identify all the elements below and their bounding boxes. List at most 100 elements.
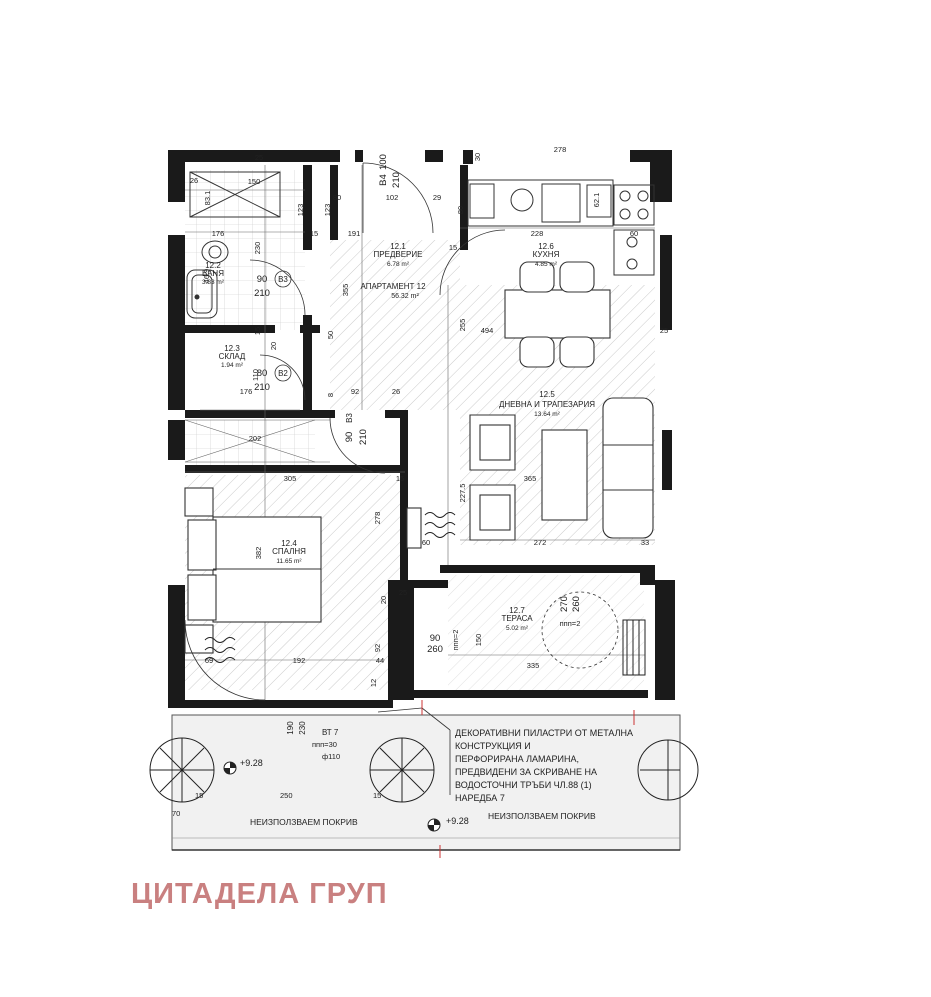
bedroom-number: 12.4 [281,539,297,548]
dimension-labels: 25 278 30 150 26 83.1 123 80 102 29 123 … [190,145,668,687]
dim: 382 [254,547,263,560]
dim: 228 [531,229,544,238]
note-line: НАРЕДБА 7 [455,793,505,803]
bedroom-furniture [184,487,422,654]
dim: 494 [481,326,494,335]
brand-watermark: ЦИТАДЕЛА ГРУП [131,878,388,910]
bath-door-height: 210 [254,288,270,299]
terrace-number: 12.7 [509,606,525,615]
roof-dim-250: 250 [280,791,293,800]
living-number: 12.5 [539,390,555,399]
dim: 33 [641,538,649,547]
storage-door-type: В2 [278,369,288,378]
terrace-name: ТЕРАСА [501,614,533,623]
dim: 92 [351,387,359,396]
dim: 25 [399,588,407,597]
terrace-opening-w: 270 [559,596,570,612]
dim: 62.1 [592,193,601,208]
kitchen-name: КУХНЯ [533,250,560,259]
dim: 110 [251,369,260,381]
roof-level-1: +9.28 [240,758,263,768]
dim: 44 [376,656,384,665]
kitchen-number: 12.6 [538,242,554,251]
dim: 150 [248,177,261,186]
dim: 202 [249,434,262,443]
dim: 26 [392,387,400,396]
apartment-title: АПАРТАМЕНТ 12 [360,282,426,291]
dim: 150 [474,634,483,647]
kitchen-area: 4.85 m² [535,261,558,268]
dim: 15 [253,327,262,335]
entry-door-width: 100 [378,154,389,170]
note-leader [377,707,451,795]
downpipe-dia: ф110 [322,752,340,761]
bath-area: 3.83 m² [202,279,225,286]
dim: 272 [534,538,547,547]
dim: 365 [524,474,537,483]
dim: 83.1 [203,191,212,206]
living-furniture [469,261,654,541]
kitchen-fixtures [467,179,655,276]
dim: 278 [373,512,382,525]
roof-dim-190: 190 [286,721,295,735]
dim: 102 [386,193,399,202]
roof-dim-70: 70 [172,809,180,818]
dim: 305 [284,474,297,483]
bath-door-width: 90 [257,274,268,285]
dim: 60 [630,229,638,238]
bedroom-name: СПАЛНЯ [272,547,306,556]
axis-markers [421,700,635,858]
downpipe-label: ВТ 7 [322,728,339,737]
living-name: ДНЕВНА И ТРАПЕЗАРИЯ [499,400,595,409]
note-line: ДЕКОРАТИВНИ ПИЛАСТРИ ОТ МЕТАЛНА [455,728,633,738]
dim: 355 [341,284,350,297]
storage-name: СКЛАД [219,352,246,361]
roof-drain-symbols [149,737,699,803]
dim: 176 [212,229,225,238]
bath-door-type: В3 [278,275,288,284]
bath-name: БАНЯ [202,269,224,278]
dim: 255 [458,319,467,332]
terrace-slope-left: ппп=2 [451,630,460,651]
dim: 192 [293,656,306,665]
dim: 25 [255,153,263,162]
roof-dim-15b: 15 [373,791,381,800]
roof-labels: 190 230 ВТ 7 ппп=30 ф110 +9.28 +9.28 15 … [172,721,596,827]
hall-area: 6.78 m² [387,261,410,268]
dim: 8 [326,393,335,397]
bedroom-area: 11.65 m² [276,558,302,565]
storage-door-width: 80 [257,368,268,379]
roof-label-2: НЕИЗПОЛЗВАЕМ ПОКРИВ [488,811,596,821]
dim: 123 [296,204,305,217]
roof-label-1: НЕИЗПОЛЗВАЕМ ПОКРИВ [250,817,358,827]
note-line: ПЕРФОРИРАНА ЛАМАРИНА, [455,754,579,764]
door-swings [184,162,619,701]
dim: 191 [348,229,361,238]
dim: 335 [527,661,540,670]
storage-door-height: 210 [254,382,270,393]
radiators [204,512,646,676]
dim: 50 [326,331,335,339]
note-line: ПРЕДВИДЕНИ ЗА СКРИВАНЕ НА [455,767,597,777]
storage-area: 1.94 m² [221,362,244,369]
dim: 25 [660,326,668,335]
living-area: 13.64 m² [534,411,560,418]
dim: 12 [369,679,378,687]
terrace-door-height: 260 [427,644,443,655]
dim: 80 [456,206,465,214]
dim: 30 [473,153,482,161]
bath-number: 12.2 [205,261,221,270]
apartment-area: 56.32 m² [391,293,419,300]
dim: 69 [205,656,213,665]
roof-level-2: +9.28 [446,816,469,826]
dim: 92 [373,644,382,652]
bathroom-fixtures [186,171,281,319]
terrace-slope-right: ппп=2 [560,619,581,628]
dim: 29 [433,193,441,202]
dim: 20 [269,342,278,350]
dim: 80 [333,193,341,202]
storage-number: 12.3 [224,344,240,353]
roof-dim-230: 230 [298,721,307,735]
hall-name: ПРЕДВЕРИЕ [374,250,423,259]
